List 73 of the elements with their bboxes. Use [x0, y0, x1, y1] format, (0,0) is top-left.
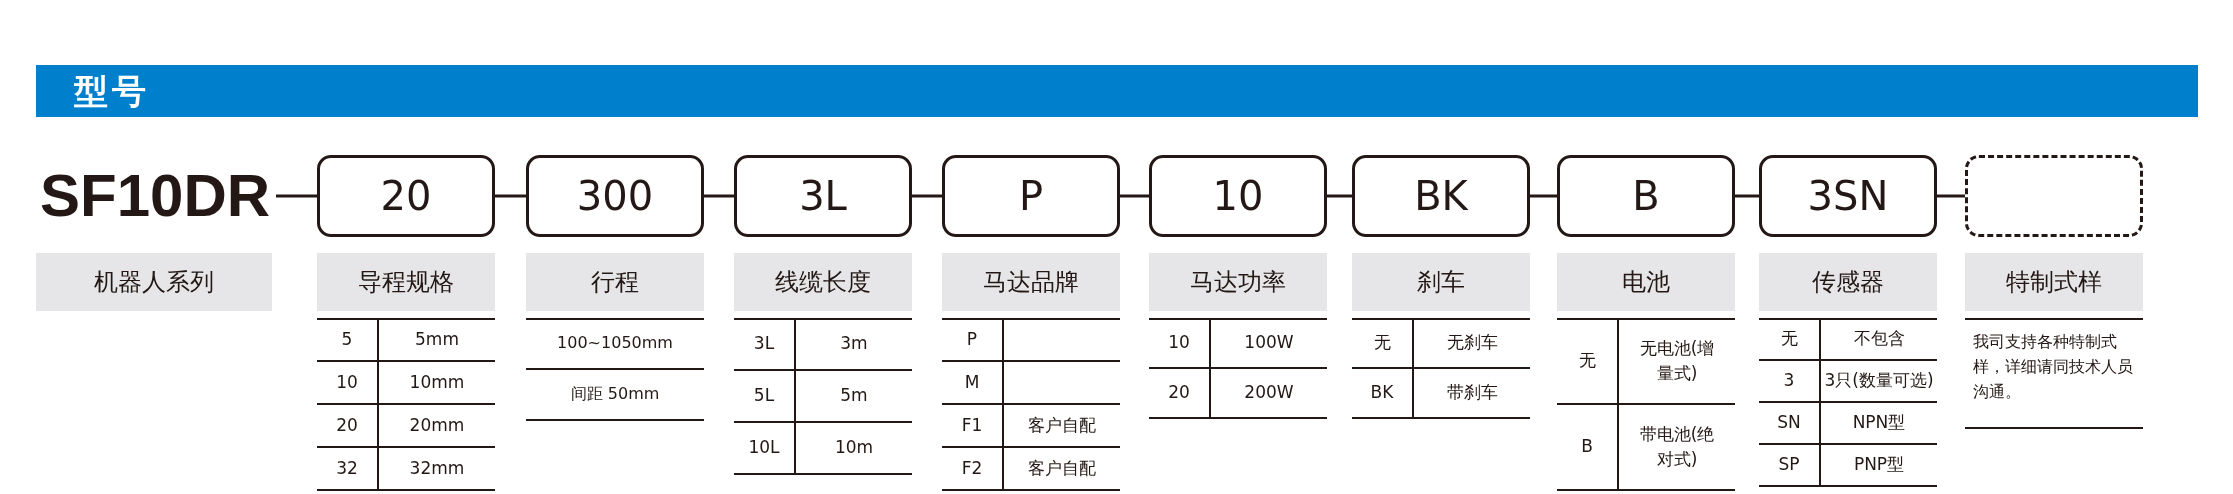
title: 型号 [74, 69, 150, 113]
option-value: 200W [1244, 381, 1294, 405]
option-code: 5L [753, 384, 775, 408]
option-value: 带电池(绝对式) [1638, 422, 1716, 471]
category-header: 行程 [526, 253, 704, 311]
category-header: 线缆长度 [734, 253, 912, 311]
connector-line [276, 194, 317, 198]
category-header: 电池 [1557, 253, 1735, 311]
option-value: 100~1050mm [557, 332, 673, 355]
connector-line [1530, 194, 1557, 198]
option-code: F1 [961, 413, 983, 437]
category-header: 特制式样 [1965, 253, 2143, 311]
option-code: 10 [1168, 331, 1190, 355]
option-value: 间距 50mm [570, 383, 660, 406]
code-box: 3L [734, 155, 912, 237]
option-value: 32mm [409, 456, 465, 480]
connector-line [1937, 194, 1965, 198]
category-header: 传感器 [1759, 253, 1937, 311]
option-code: 5 [341, 327, 353, 351]
option-value: 不包含 [1853, 327, 1905, 351]
code-box: 300 [526, 155, 704, 237]
code-box: P [942, 155, 1120, 237]
option-code: F2 [961, 456, 983, 480]
option-code: 20 [1168, 381, 1190, 405]
option-code: 10 [336, 370, 358, 394]
option-code: B [1580, 435, 1594, 459]
connector-line [1735, 194, 1759, 198]
option-value: NPN型 [1852, 411, 1906, 435]
option-value: 100W [1244, 331, 1294, 355]
option-value: 无电池(增量式) [1638, 336, 1716, 385]
connector-line [1120, 194, 1149, 198]
option-code: 32 [336, 456, 358, 480]
option-value: 5m [840, 384, 868, 408]
category-header: 马达品牌 [942, 253, 1120, 311]
connector-line [704, 194, 734, 198]
option-code: SP [1778, 453, 1800, 477]
option-code: 无 [1577, 349, 1597, 373]
option-code: 3L [753, 332, 775, 356]
option-code: 3 [1783, 369, 1795, 393]
connector-line [912, 194, 942, 198]
series-code: SF10DR [40, 160, 276, 232]
option-code: M [964, 370, 980, 394]
connector-line [495, 194, 526, 198]
option-value: 20mm [409, 413, 465, 437]
option-code: P [966, 327, 978, 351]
note-text: 我司支持各种特制式样，详细请同技术人员沟通。 [1973, 331, 2134, 403]
code-box: B [1557, 155, 1735, 237]
option-value: 10mm [409, 370, 465, 394]
option-value: 客户自配 [1028, 413, 1096, 437]
option-code: 无 [1373, 331, 1391, 355]
option-value: 5mm [415, 327, 459, 351]
option-value: 10m [834, 436, 874, 460]
option-value: 3只(数量可选) [1824, 369, 1934, 393]
code-box: BK [1352, 155, 1530, 237]
category-header: 机器人系列 [36, 253, 272, 311]
option-code: 20 [336, 413, 358, 437]
option-code: BK [1370, 381, 1394, 405]
code-box: 10 [1149, 155, 1327, 237]
category-header: 导程规格 [317, 253, 495, 311]
option-code: 无 [1780, 327, 1798, 351]
option-code: 10L [748, 436, 780, 460]
code-box: 3SN [1759, 155, 1937, 237]
option-value: 无刹车 [1446, 331, 1498, 355]
code-box: 20 [317, 155, 495, 237]
option-value: 客户自配 [1028, 456, 1096, 480]
category-header: 刹车 [1352, 253, 1530, 311]
connector-line [1327, 194, 1352, 198]
option-value: 3m [840, 332, 868, 356]
option-code: SN [1777, 411, 1801, 435]
optional-code-box [1965, 155, 2143, 237]
option-value: PNP型 [1853, 453, 1905, 477]
category-header: 马达功率 [1149, 253, 1327, 311]
option-value: 带刹车 [1446, 381, 1498, 405]
